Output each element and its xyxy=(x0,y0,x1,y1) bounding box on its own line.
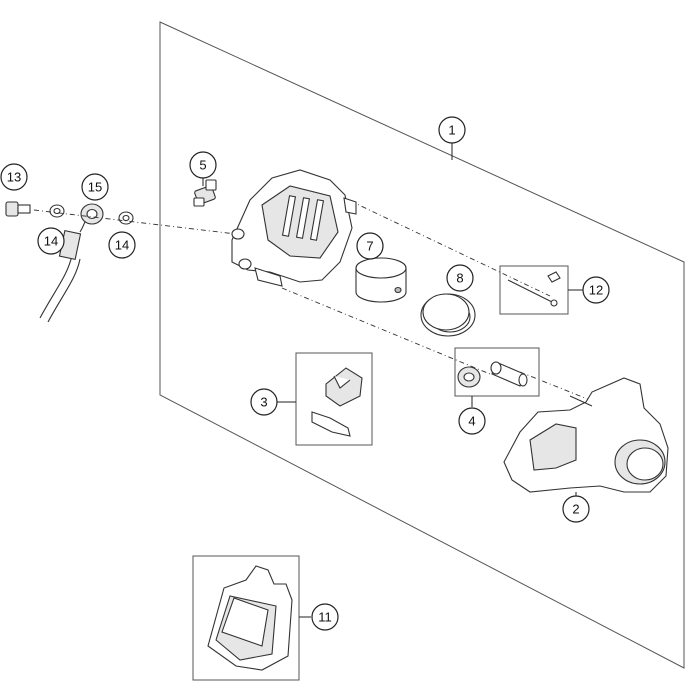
seal-ring xyxy=(420,293,476,337)
callout-5: 5 xyxy=(189,151,217,179)
part-12-box xyxy=(499,265,569,315)
part-3-box xyxy=(295,352,373,446)
callout-14-right-label: 14 xyxy=(115,238,129,253)
bleed-screw xyxy=(193,179,217,207)
callout-5-label: 5 xyxy=(199,158,206,173)
sealing-washer-left-hole xyxy=(53,207,61,215)
axis-line-hose xyxy=(33,209,237,235)
caliper-bracket xyxy=(503,377,669,493)
callout-1: 1 xyxy=(438,116,466,144)
callout-8-label: 8 xyxy=(456,271,463,286)
brake-pads xyxy=(207,565,293,671)
callout-12: 12 xyxy=(582,276,610,304)
callout-4: 4 xyxy=(458,407,486,435)
callout-7-label: 7 xyxy=(366,239,373,254)
callout-4-label: 4 xyxy=(468,414,475,429)
callout-3-label: 3 xyxy=(260,395,267,410)
axis-line-pin xyxy=(339,195,551,297)
callout-8: 8 xyxy=(446,264,474,292)
callout-13-label: 13 xyxy=(7,170,21,185)
callout-13: 13 xyxy=(0,163,28,191)
piston xyxy=(355,257,407,303)
callout-2: 2 xyxy=(562,495,590,523)
callout-11: 11 xyxy=(311,603,339,631)
callout-2-label: 2 xyxy=(572,502,579,517)
pad-spring xyxy=(311,367,363,437)
banjo-fitting xyxy=(80,203,104,225)
callout-15: 15 xyxy=(81,173,109,201)
caliper-housing xyxy=(231,169,357,287)
callout-14-right: 14 xyxy=(108,231,136,259)
part-4-box xyxy=(454,347,540,397)
callout-14-left-label: 14 xyxy=(44,234,58,249)
callout-1-label: 1 xyxy=(448,123,455,138)
axis-line-bracket xyxy=(519,371,591,401)
callout-7: 7 xyxy=(356,232,384,260)
banjo-bolt xyxy=(5,201,31,217)
axis-line-guide xyxy=(281,287,491,375)
part-11-box xyxy=(192,555,300,681)
brake-hose xyxy=(39,204,89,323)
assembly-frame xyxy=(159,21,685,669)
callout-15-label: 15 xyxy=(88,180,102,195)
pin-and-clip xyxy=(507,271,561,307)
callout-12-label: 12 xyxy=(589,283,603,298)
sealing-washer-right-hole xyxy=(122,214,130,222)
callout-11-label: 11 xyxy=(318,610,332,625)
callout-14-left: 14 xyxy=(37,227,65,255)
callout-3: 3 xyxy=(250,388,278,416)
guide-pin-with-boot xyxy=(457,361,528,388)
